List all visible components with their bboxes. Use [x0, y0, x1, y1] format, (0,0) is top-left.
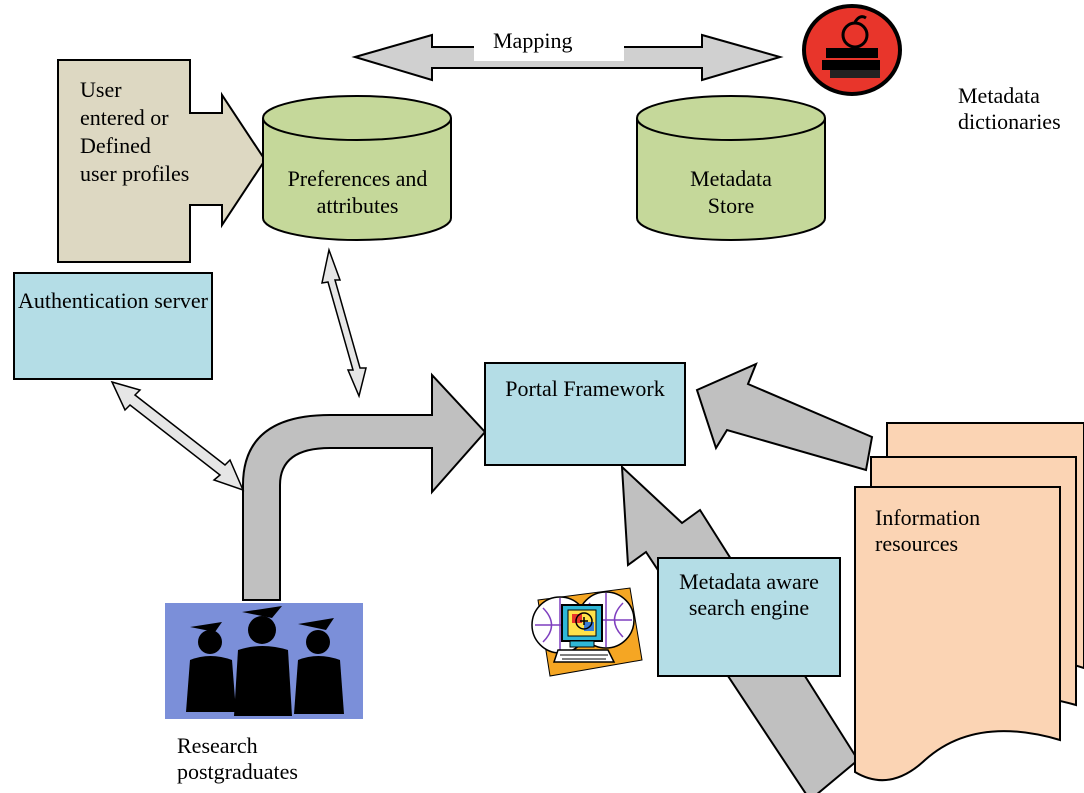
authentication-server-box: Authentication server — [13, 272, 213, 380]
auth-graduates-arrow — [110, 380, 245, 492]
search-engine-label: Metadata aware search engine — [679, 569, 819, 620]
computer-globe-icon — [531, 587, 643, 677]
metadata-store-label: Metadata Store — [690, 166, 772, 214]
portal-framework-label: Portal Framework — [505, 376, 665, 401]
user-profiles-label: User entered or Defined user profiles — [80, 77, 190, 186]
information-resources-pages — [854, 422, 1084, 782]
books-apple-icon — [802, 4, 902, 96]
authentication-server-label: Authentication server — [18, 288, 208, 313]
metadata-dictionaries-label: Metadata dictionaries — [958, 83, 1061, 134]
research-postgraduates-label: Research postgraduates — [177, 733, 298, 784]
graduates-to-portal-arrow — [242, 372, 487, 601]
preferences-cylinder — [262, 95, 452, 241]
resources-to-portal-arrow — [695, 362, 874, 472]
user-profile-arrow-box — [57, 59, 267, 263]
portal-framework-box: Portal Framework — [484, 362, 686, 466]
mapping-label: Mapping — [493, 28, 573, 53]
information-resources-label: Information resources — [875, 505, 981, 556]
graduates-silhouette-icon — [165, 603, 363, 719]
preferences-portal-arrow — [321, 247, 367, 399]
mapping-label-bg — [474, 37, 624, 61]
metadata-store-cylinder — [636, 95, 826, 241]
search-engine-box: Metadata aware search engine — [657, 557, 841, 677]
preferences-label: Preferences and attributes — [287, 166, 428, 214]
